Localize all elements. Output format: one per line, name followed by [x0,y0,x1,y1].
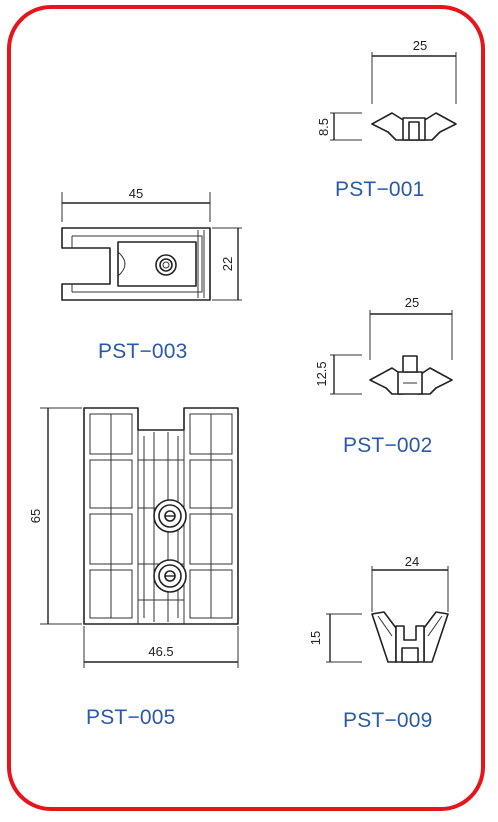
part-pst-005-drawing: 65 46.5 [28,407,239,668]
pst-003-height-dim: 22 [220,257,235,271]
pst-002-height-dim: 12.5 [314,361,329,386]
pst-009-width-dim: 24 [405,554,419,569]
part-pst-002-drawing: 25 12.5 [314,295,453,395]
part-label-pst-009: PST−009 [343,709,433,732]
pst-005-height-dim: 65 [28,509,43,523]
part-label-pst-002: PST−002 [343,434,433,457]
part-label-pst-005: PST−005 [86,706,176,729]
part-label-pst-003: PST−003 [98,340,188,363]
pst-001-height-dim: 8.5 [316,118,331,136]
part-pst-001-drawing: 25 8.5 [316,38,457,141]
part-pst-009-drawing: 24 15 [308,554,449,663]
pst-003-width-dim: 45 [129,186,143,201]
pst-009-height-dim: 15 [308,631,323,645]
part-label-pst-001: PST−001 [335,178,425,201]
pst-002-width-dim: 25 [405,295,419,310]
part-pst-003-drawing: 45 22 [61,186,242,301]
pst-005-width-dim: 46.5 [148,644,173,659]
pst-001-width-dim: 25 [413,38,427,53]
